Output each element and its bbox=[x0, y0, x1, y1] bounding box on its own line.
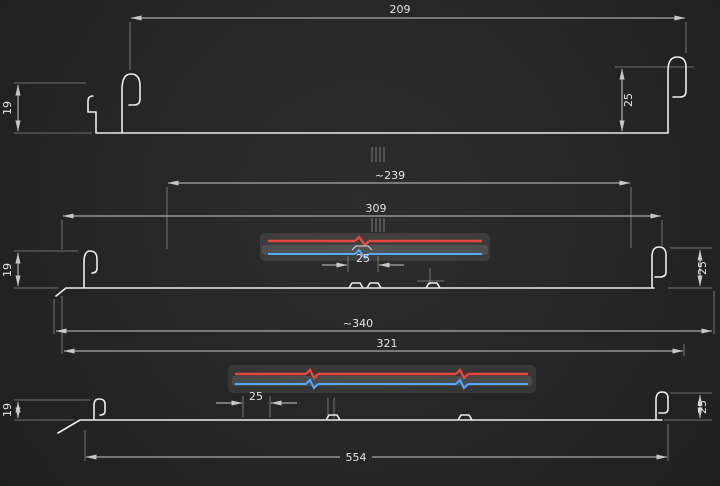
bottom-right-height-label: 25 bbox=[696, 400, 709, 414]
middle-blue-highlight-line bbox=[268, 248, 482, 260]
bottom-rib-ticks bbox=[242, 396, 335, 418]
middle-rib-spacing-label: 25 bbox=[356, 252, 370, 265]
bottom-extension-lines bbox=[14, 392, 712, 461]
bottom-red-highlight-line bbox=[235, 367, 528, 381]
middle-red-highlight-line bbox=[268, 235, 482, 247]
break-marks-upper bbox=[371, 147, 385, 162]
middle-rib-detail-mark bbox=[351, 245, 373, 251]
break-marks-lower bbox=[371, 218, 385, 232]
middle-upper-width-label: ~239 bbox=[375, 169, 405, 182]
middle-upper-total-width-label: 309 bbox=[366, 202, 387, 215]
middle-right-height-label: 25 bbox=[696, 261, 709, 275]
top-extension-lines bbox=[14, 22, 694, 134]
bottom-rib-spacing-label: 25 bbox=[249, 390, 263, 403]
middle-highlight-band bbox=[262, 245, 488, 255]
middle-lower-total-width-label: 321 bbox=[377, 337, 398, 350]
middle-left-height-label: 19 bbox=[1, 263, 14, 277]
top-right-height-label: 25 bbox=[622, 93, 635, 107]
top-width-label: 209 bbox=[390, 3, 411, 16]
bottom-total-width-label: 554 bbox=[346, 451, 367, 464]
middle-lower-width-label: ~340 bbox=[343, 317, 373, 330]
top-profile-view: 209 19 25 bbox=[1, 3, 694, 134]
top-profile-path bbox=[87, 56, 687, 134]
bottom-profile-path bbox=[57, 391, 669, 434]
top-left-height-label: 19 bbox=[1, 101, 14, 115]
bottom-profile-view: 25 19 25 554 bbox=[1, 365, 712, 464]
middle-profile-view: ~239 309 25 19 25 ~340 321 bbox=[1, 169, 715, 356]
middle-rib-ticks bbox=[347, 256, 444, 285]
bottom-left-height-label: 19 bbox=[1, 403, 14, 417]
bottom-blue-highlight-line bbox=[235, 378, 528, 390]
middle-profile-path bbox=[55, 246, 667, 297]
